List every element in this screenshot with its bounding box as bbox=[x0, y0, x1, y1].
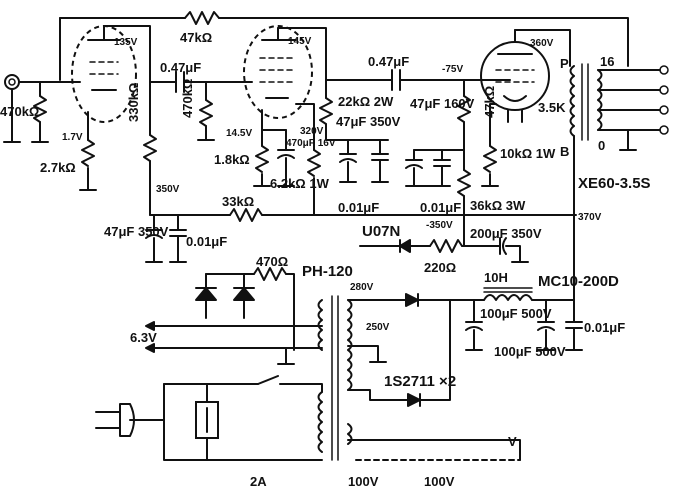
tube2-cathode-cap-label: 470μF 16V bbox=[286, 138, 336, 149]
coupling-cap-2 bbox=[325, 69, 511, 91]
ot-0-label: 0 bbox=[598, 138, 605, 153]
filter-cap1-label: 100μF 500V bbox=[480, 306, 552, 321]
tube2-cathode-voltage: 14.5V bbox=[226, 128, 252, 139]
feedback-wire bbox=[59, 11, 629, 81]
drop-resistor-label: 36kΩ 3W bbox=[470, 198, 526, 213]
filter-cap3-label: 0.01μF bbox=[584, 320, 625, 335]
choke-model-label: MC10-200D bbox=[538, 273, 619, 290]
input-resistor-label: 470kΩ bbox=[0, 104, 39, 119]
bias-voltage: -75V bbox=[442, 64, 463, 75]
plate-resistor-1-label: 330kΩ bbox=[126, 83, 141, 122]
bias-cap-label: 47μF 160V bbox=[410, 96, 475, 111]
coupling-cap-2-label: 0.47μF bbox=[368, 54, 409, 69]
b-rail-cap1-label: 47μF 350V bbox=[104, 224, 169, 239]
bias-cap2-full-label: 200μF 350V bbox=[470, 226, 542, 241]
plate-resistor-2-label: 22kΩ 2W bbox=[338, 94, 394, 109]
tube1-cathode-resistor-label: 2.7kΩ bbox=[40, 160, 76, 175]
bottom-label-2: 100V bbox=[424, 474, 455, 489]
bottom-label-1: 100V bbox=[348, 474, 379, 489]
rectifier-diodes bbox=[389, 293, 485, 407]
b370-voltage: 370V bbox=[578, 212, 602, 223]
mains-input bbox=[95, 375, 323, 461]
ot-b-label: B bbox=[560, 144, 569, 159]
heater-voltage: 6.3V bbox=[130, 330, 157, 345]
bias-supply bbox=[359, 237, 529, 263]
heater-circuit bbox=[145, 267, 323, 365]
tube-1 bbox=[71, 25, 151, 123]
screen-voltage: 320V bbox=[300, 126, 324, 137]
power-transformer bbox=[317, 295, 401, 461]
drop-resistor bbox=[457, 149, 471, 247]
bias-diode-label: U07N bbox=[362, 223, 400, 240]
tube1-plate-voltage: 135V bbox=[114, 37, 138, 48]
tube3-cathode bbox=[481, 103, 499, 187]
plate2-cap-label: 47μF 350V bbox=[336, 114, 401, 129]
bottom-label-3: V bbox=[508, 434, 517, 449]
grid-resistor-2 bbox=[197, 81, 215, 141]
tube3-cathode-resistor-label: 10kΩ 1W bbox=[500, 146, 556, 161]
b-rail-cap2-label: 0.01μF bbox=[186, 234, 227, 249]
input-jack bbox=[3, 74, 81, 143]
coupling-cap-1 bbox=[149, 71, 253, 93]
tube2-plate-voltage: 145V bbox=[288, 36, 312, 47]
input-resistor bbox=[31, 81, 49, 143]
plate-resistor-2 bbox=[319, 79, 389, 141]
v250-label: 250V bbox=[366, 322, 390, 333]
bias-caps bbox=[405, 149, 465, 187]
coupling-cap-1-label: 0.47μF bbox=[160, 60, 201, 75]
bottom-wiring bbox=[347, 439, 521, 461]
filter-caps bbox=[465, 299, 583, 351]
b-rail-resistor-label: 33kΩ bbox=[222, 194, 254, 209]
b350-voltage: 350V bbox=[156, 184, 180, 195]
filter-cap2-label: 100μF 500V bbox=[494, 344, 566, 359]
tube2-cathode bbox=[253, 109, 295, 187]
feedback-resistor-label: 47kΩ bbox=[180, 30, 212, 45]
tube3-plate-voltage: 360V bbox=[530, 38, 554, 49]
bias-resistor-label: 220Ω bbox=[424, 260, 456, 275]
b-plus-rail bbox=[145, 208, 577, 263]
tube2-cathode-resistor-label: 1.8kΩ bbox=[214, 152, 250, 167]
rectifier-diodes-label: 1S2711 ×2 bbox=[384, 373, 456, 390]
neg350-voltage: -350V bbox=[426, 220, 453, 231]
screen-resistor bbox=[295, 103, 321, 215]
choke-inductance-label: 10H bbox=[484, 270, 508, 285]
power-transformer-label: PH-120 bbox=[302, 263, 353, 280]
ot-16-label: 16 bbox=[600, 54, 614, 69]
tube-2 bbox=[243, 25, 327, 119]
ot-impedance-label: 3.5K bbox=[538, 100, 566, 115]
plate2-filter-caps bbox=[339, 139, 389, 183]
heater-resistor-label: 470Ω bbox=[256, 254, 288, 269]
screen-resistor-label: 6.2kΩ 1W bbox=[270, 176, 330, 191]
ot-primary-label: P bbox=[560, 56, 569, 71]
screen-cap-label: 0.01μF bbox=[338, 200, 379, 215]
grid-resistor-2-label: 470kΩ bbox=[180, 79, 195, 118]
output-transformer bbox=[569, 63, 669, 216]
tube1-cathode-voltage: 1.7V bbox=[62, 132, 83, 143]
ot-model-label: XE60-3.5S bbox=[578, 175, 651, 192]
fuse-label: 2A bbox=[250, 474, 267, 489]
grid-resistor-3 bbox=[457, 79, 471, 151]
tube1-cathode bbox=[79, 111, 97, 191]
v280-label: 280V bbox=[350, 282, 374, 293]
tube-3 bbox=[480, 29, 571, 123]
bias-cap2-label: 0.01μF bbox=[420, 200, 461, 215]
plate-resistor-1 bbox=[143, 81, 157, 216]
